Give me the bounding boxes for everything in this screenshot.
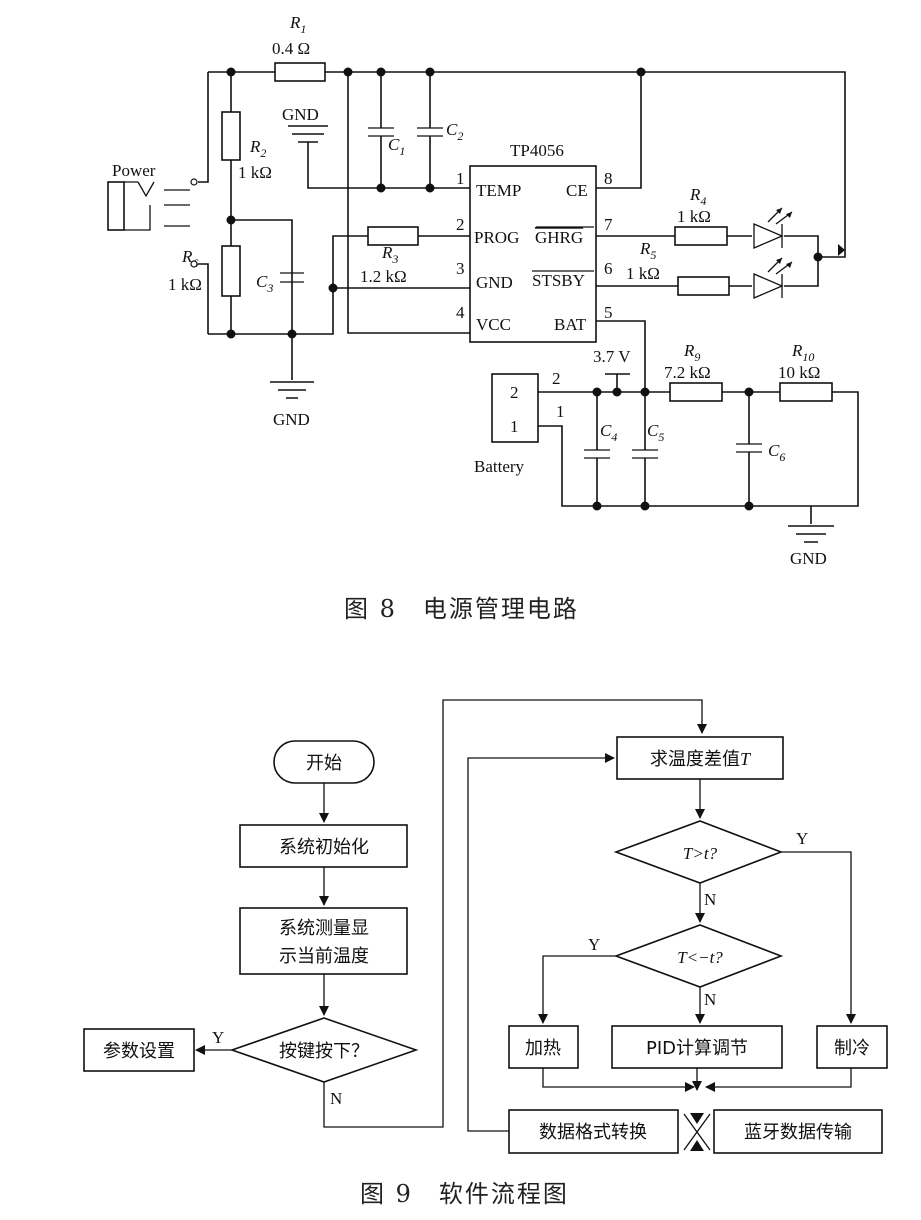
c6-label: C6 — [768, 441, 785, 464]
cool-node — [816, 1025, 888, 1069]
init-label: 系统初始化 — [279, 837, 369, 858]
gnd-right-label: GND — [790, 549, 827, 568]
c1-label: C1 — [388, 135, 405, 158]
gnd-left-label: GND — [273, 410, 310, 429]
pin-ghrg: GHRG — [535, 228, 583, 247]
pin-ce: CE — [566, 181, 588, 200]
resistor-r2 — [221, 111, 241, 161]
led-standby-icon — [753, 257, 793, 299]
start-label: 开始 — [306, 753, 342, 774]
fig9-caption: 图 9 软件流程图 — [360, 1180, 569, 1208]
pid-node — [611, 1025, 783, 1069]
tp4056-chip — [469, 165, 597, 343]
r6-value: 1 kΩ — [168, 275, 202, 294]
pin-num-4: 4 — [456, 303, 465, 322]
measure-label-1: 系统测量显 — [279, 918, 369, 939]
gnd-top-label: GND — [282, 105, 319, 124]
c2-label: C2 — [446, 120, 463, 143]
no-label-cond1: N — [704, 890, 716, 909]
r9-value: 7.2 kΩ — [664, 363, 711, 382]
pin-prog: PROG — [474, 228, 519, 247]
r3-label: R3 — [381, 243, 398, 266]
no-label-key: N — [330, 1089, 342, 1108]
c4-label: C4 — [600, 421, 617, 444]
measure-node — [239, 907, 408, 975]
r10-value: 10 kΩ — [778, 363, 820, 382]
r1-value: 0.4 Ω — [272, 39, 310, 58]
format-label: 数据格式转换 — [539, 1122, 647, 1143]
resistor-r4 — [674, 226, 728, 246]
c3-label: C3 — [256, 272, 273, 295]
pin-num-1: 1 — [456, 169, 465, 188]
battery-wire-2: 2 — [552, 369, 561, 388]
c5-label: C5 — [647, 421, 664, 444]
init-node — [239, 824, 408, 868]
resistor-r10 — [779, 382, 833, 402]
pin-num-8: 8 — [604, 169, 613, 188]
chip-name: TP4056 — [510, 141, 564, 160]
power-management-circuit: R1 0.4 Ω R2 1 kΩ R6 1 kΩ C3 GND Power GN… — [107, 13, 859, 568]
power-label: Power — [112, 161, 156, 180]
resistor-r3 — [367, 226, 419, 246]
battery-wire-1: 1 — [556, 402, 565, 421]
led-charging-icon — [753, 207, 793, 249]
resistor-r9 — [669, 382, 723, 402]
cool-label: 制冷 — [834, 1038, 870, 1059]
junction-dots — [226, 67, 823, 511]
battery-connector — [491, 373, 539, 443]
resistor-r1 — [274, 62, 326, 82]
pin-num-7: 7 — [604, 215, 613, 234]
yes-label-cond2: Y — [588, 935, 600, 954]
r4-label: R4 — [689, 185, 706, 208]
no-label-cond2: N — [704, 990, 716, 1009]
calc-diff-label: 求温度差值T — [650, 749, 752, 770]
fig8-caption: 图 8 电源管理电路 — [344, 595, 579, 623]
pin-gnd: GND — [476, 273, 513, 292]
voltage-label: 3.7 V — [593, 347, 631, 366]
yes-label-cond1: Y — [796, 829, 808, 848]
power-jack — [107, 181, 125, 231]
bluetooth-node — [713, 1109, 883, 1154]
parallel-bowtie-icon — [683, 1113, 711, 1151]
r5-label: R5 — [639, 239, 656, 262]
pin-vcc: VCC — [476, 315, 511, 334]
key-decision-label: 按键按下？ — [279, 1041, 369, 1062]
battery-pin-1: 1 — [510, 417, 519, 436]
params-node — [83, 1028, 195, 1072]
pid-label: PID计算调节 — [646, 1038, 748, 1059]
resistor-r5 — [677, 276, 730, 296]
heat-node — [508, 1025, 579, 1069]
r2-label: R2 — [249, 137, 266, 160]
cond1-label: T>t? — [683, 844, 718, 863]
r3-value: 1.2 kΩ — [360, 267, 407, 286]
r1-label: R1 — [289, 13, 306, 36]
pin-num-5: 5 — [604, 303, 613, 322]
pin-num-2: 2 — [456, 215, 465, 234]
r2-value: 1 kΩ — [238, 163, 272, 182]
measure-label-2: 示当前温度 — [279, 946, 369, 967]
r10-label: R10 — [791, 341, 814, 364]
pin-bat: BAT — [554, 315, 587, 334]
params-label: 参数设置 — [103, 1041, 175, 1062]
battery-label: Battery — [474, 457, 525, 476]
battery-pin-2: 2 — [510, 383, 519, 402]
calc-diff-node — [616, 736, 784, 780]
bluetooth-label: 蓝牙数据传输 — [744, 1122, 852, 1143]
yes-label-key: Y — [212, 1028, 224, 1047]
software-flowchart: 开始 系统初始化 系统测量显 示当前温度 按键按下？ Y 参数设置 N 求温度差… — [83, 699, 888, 1154]
resistor-r6 — [221, 245, 241, 297]
pin-num-6: 6 — [604, 259, 613, 278]
r4-value: 1 kΩ — [677, 207, 711, 226]
pin-temp: TEMP — [476, 181, 521, 200]
r9-label: R9 — [683, 341, 700, 364]
format-node — [508, 1109, 679, 1154]
pin-num-3: 3 — [456, 259, 465, 278]
cond2-label: T<−t? — [677, 948, 723, 967]
r5-value: 1 kΩ — [626, 264, 660, 283]
heat-label: 加热 — [525, 1038, 561, 1059]
pin-stsby: STSBY — [532, 271, 585, 290]
